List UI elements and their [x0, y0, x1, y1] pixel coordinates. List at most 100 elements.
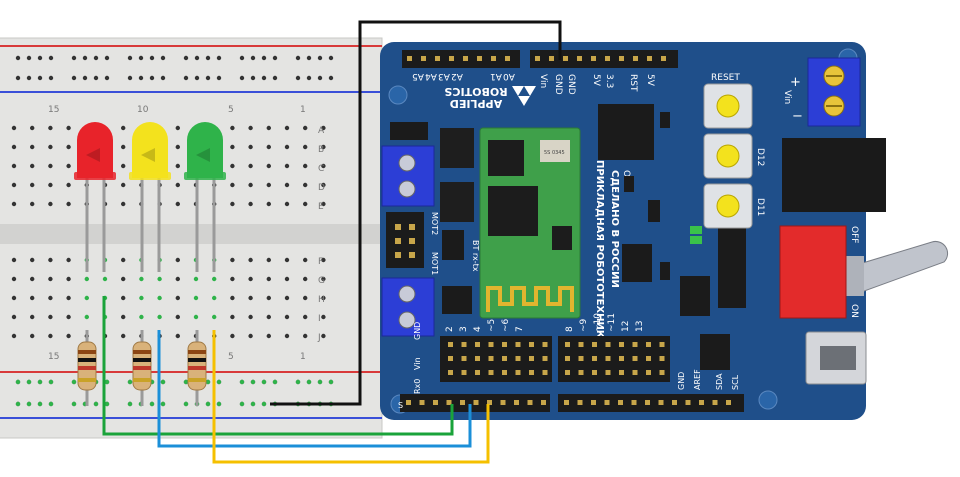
breadboard-hole [37, 55, 43, 61]
breadboard-hole [121, 314, 126, 320]
header-pin [407, 56, 412, 61]
breadboard-hole [250, 75, 256, 81]
breadboard-hole [303, 125, 308, 131]
breadboard-hole [230, 201, 235, 207]
breadboard-hole [11, 257, 17, 263]
regulator-chip [622, 244, 652, 282]
column-number-1-bottom: 1 [300, 352, 306, 362]
header-pin [488, 356, 494, 361]
breadboard-hole [303, 144, 308, 150]
top-header-labels: A5 A4 A3 A2 A1 A0 Vin GND GND 5V 3.3 RST… [412, 71, 655, 95]
vin-label: Vin [782, 90, 792, 104]
breadboard-hole [321, 125, 326, 131]
breadboard-hole [139, 295, 144, 301]
header-pin [527, 400, 533, 405]
mot1-label: MOT1 [430, 252, 439, 275]
d11-label: D11 [755, 198, 765, 216]
breadboard-hole [66, 257, 71, 263]
header-pin [419, 400, 425, 405]
breadboard-hole [317, 379, 323, 385]
led-red [74, 122, 116, 180]
breadboard-hole [66, 295, 71, 301]
resistor-3 [187, 341, 207, 391]
header-pin [475, 370, 480, 375]
led-red-body [77, 122, 113, 178]
breadboard-hole [66, 125, 71, 131]
breadboard-hole [230, 144, 235, 150]
power-switch[interactable] [779, 225, 949, 319]
header-pin [592, 370, 597, 375]
breadboard-hole [284, 276, 290, 282]
reset-button[interactable] [703, 83, 753, 129]
breadboard-hole [248, 295, 253, 301]
breadboard-hole [48, 295, 53, 301]
breadboard-hole [71, 401, 77, 407]
breadboard-hole [284, 295, 290, 301]
regulator-2 [718, 228, 746, 308]
brand-logo: APPLIED ROBOTICS [444, 85, 536, 110]
breadboard-hole [48, 333, 53, 339]
breadboard-hole [205, 401, 211, 407]
label-vin: Vin [538, 74, 548, 88]
breadboard-hole [104, 75, 110, 81]
row-letter-f: F [318, 257, 323, 267]
bt-antenna-trace [486, 286, 574, 312]
bt-chip-1 [488, 140, 524, 176]
breadboard-hole [248, 257, 253, 263]
bottom-header-right [558, 394, 744, 412]
header-pin [529, 370, 534, 375]
header-pin [541, 400, 546, 405]
breadboard-hole [30, 144, 35, 150]
header-pin [605, 356, 611, 361]
breadboard-hole [261, 401, 267, 407]
breadboard-hole [15, 401, 21, 407]
label-a4: A4 [425, 71, 437, 81]
breadboard-hole [248, 125, 253, 131]
label-a5: A5 [412, 71, 424, 81]
breadboard-hole [212, 314, 217, 320]
header-pin [605, 342, 611, 347]
led-yellow [129, 122, 171, 180]
jumper-header-1 [442, 230, 464, 260]
breadboard-hole [175, 201, 180, 207]
breadboard-hole [11, 201, 17, 207]
header-pin [658, 400, 664, 405]
header-pin [645, 400, 650, 405]
breadboard-hole [48, 163, 53, 169]
microcontroller-chip [598, 104, 654, 160]
breadboard-hole [306, 379, 312, 385]
breadboard-hole [183, 379, 189, 385]
breadboard-hole [205, 75, 211, 81]
breadboard-hole [84, 276, 90, 282]
breadboard-hole [30, 276, 35, 282]
power-chip [680, 276, 710, 316]
breadboard-hole [230, 125, 235, 131]
breadboard-hole [303, 314, 308, 320]
breadboard-hole [48, 379, 54, 385]
header-pin [502, 370, 507, 375]
analog-header [402, 50, 520, 68]
d11-button[interactable] [703, 183, 753, 229]
d12-button[interactable] [703, 133, 753, 179]
header-pin [433, 400, 438, 405]
breadboard-hole [121, 144, 126, 150]
power-terminal-block [807, 57, 861, 127]
bt-chip-2 [488, 186, 538, 236]
breadboard-hole [82, 75, 88, 81]
blue-signal-wire [157, 330, 472, 448]
breadboard-hole [104, 379, 110, 385]
header-pin [646, 356, 651, 361]
breadboard-hole [160, 75, 166, 81]
breadboard-hole [84, 314, 90, 320]
breadboard-hole [11, 333, 17, 339]
dig-label-2: 2 [445, 326, 455, 332]
mounting-hole [758, 390, 778, 410]
header-pin [514, 400, 519, 405]
header-pin [631, 400, 637, 405]
brand-line-2: ROBOTICS [444, 85, 507, 98]
resistor-2 [132, 341, 152, 391]
breadboard-hole [306, 55, 312, 61]
yellow-signal-wire [212, 330, 490, 464]
driver-chip-1 [440, 128, 474, 168]
